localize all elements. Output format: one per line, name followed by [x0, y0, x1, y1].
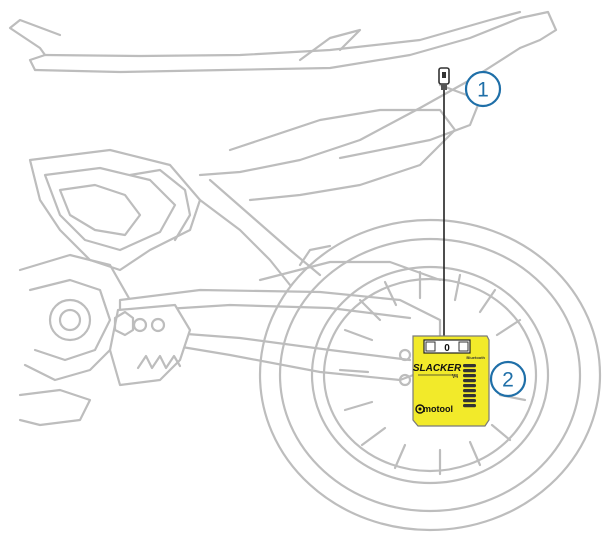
- sensor-clip-icon: [438, 67, 450, 90]
- device-model-suffix: V4: [452, 374, 458, 380]
- callout-2-label: 2: [502, 369, 514, 392]
- wheel-spokes: [338, 270, 527, 476]
- device-brand-name: motool: [423, 404, 453, 414]
- callout-2: 2: [489, 360, 527, 398]
- motool-logo-icon: [415, 404, 425, 414]
- callout-1: 1: [464, 70, 502, 108]
- callout-1-label: 1: [477, 79, 489, 102]
- bluetooth-icon: Bluetooth: [466, 355, 485, 360]
- motorcycle-outline: [8, 10, 602, 532]
- device-model-name: SLACKER: [413, 363, 462, 374]
- device-display-value: 0: [444, 343, 450, 354]
- led-bar-icon: [463, 364, 476, 408]
- bluetooth-label: Bluetooth: [466, 355, 485, 360]
- slacker-device: 0 Bluetooth SLACKER V4 motool: [412, 335, 490, 427]
- sensor-assembly: [438, 67, 450, 340]
